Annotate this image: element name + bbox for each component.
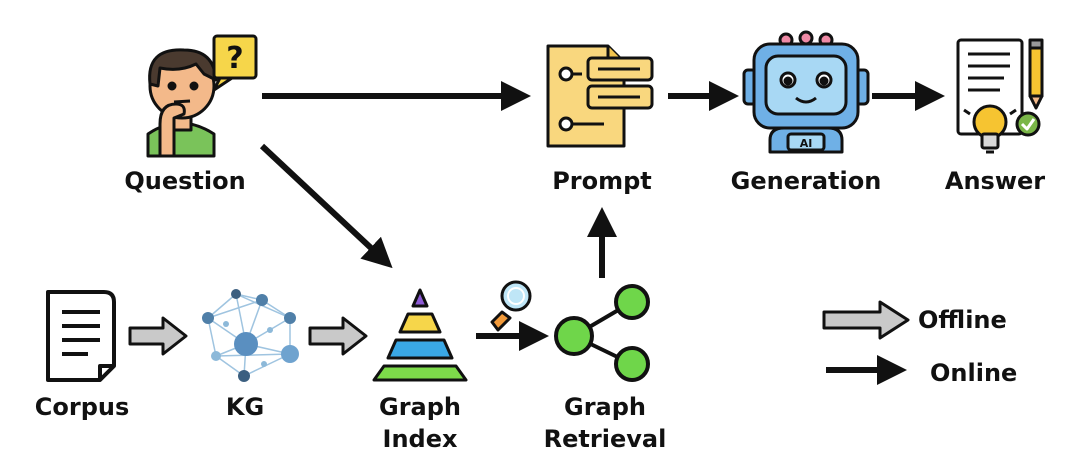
pyramid-index-icon [372, 288, 468, 382]
arrow-question-to-graph-index [259, 143, 393, 269]
knowledge-graph-icon [202, 289, 299, 382]
thinking-person-icon: ? [146, 34, 258, 158]
legend-online-label: Online [930, 359, 1018, 387]
graph-retrieval-label-line1: Graph [564, 393, 646, 421]
answer-document-icon [956, 38, 1044, 154]
robot-ai-badge: AI [800, 137, 813, 150]
arrow-kg-to-graph-index [308, 316, 368, 356]
text-document-icon [46, 290, 116, 382]
arrow-corpus-to-kg [128, 316, 188, 356]
answer-label: Answer [944, 167, 1046, 195]
offline-arrows [128, 300, 910, 356]
question-label: Question [124, 167, 246, 195]
online-arrows [259, 81, 945, 385]
legend-offline-label: Offline [918, 306, 1007, 334]
prompt-label: Prompt [552, 167, 652, 195]
robot-ai-icon: AI [742, 30, 870, 154]
share-graph-icon [554, 284, 650, 382]
document-list-icon [546, 44, 654, 148]
graph-index-label-line2: Index [382, 425, 458, 453]
legend-offline-arrow [822, 300, 910, 340]
corpus-label: Corpus [34, 393, 130, 421]
graph-index-label-line1: Graph [379, 393, 461, 421]
graph-retrieval-label-line2: Retrieval [543, 425, 667, 453]
magnifier-icon [490, 280, 532, 332]
generation-label: Generation [730, 167, 882, 195]
kg-label: KG [225, 393, 265, 421]
question-mark: ? [226, 41, 243, 76]
